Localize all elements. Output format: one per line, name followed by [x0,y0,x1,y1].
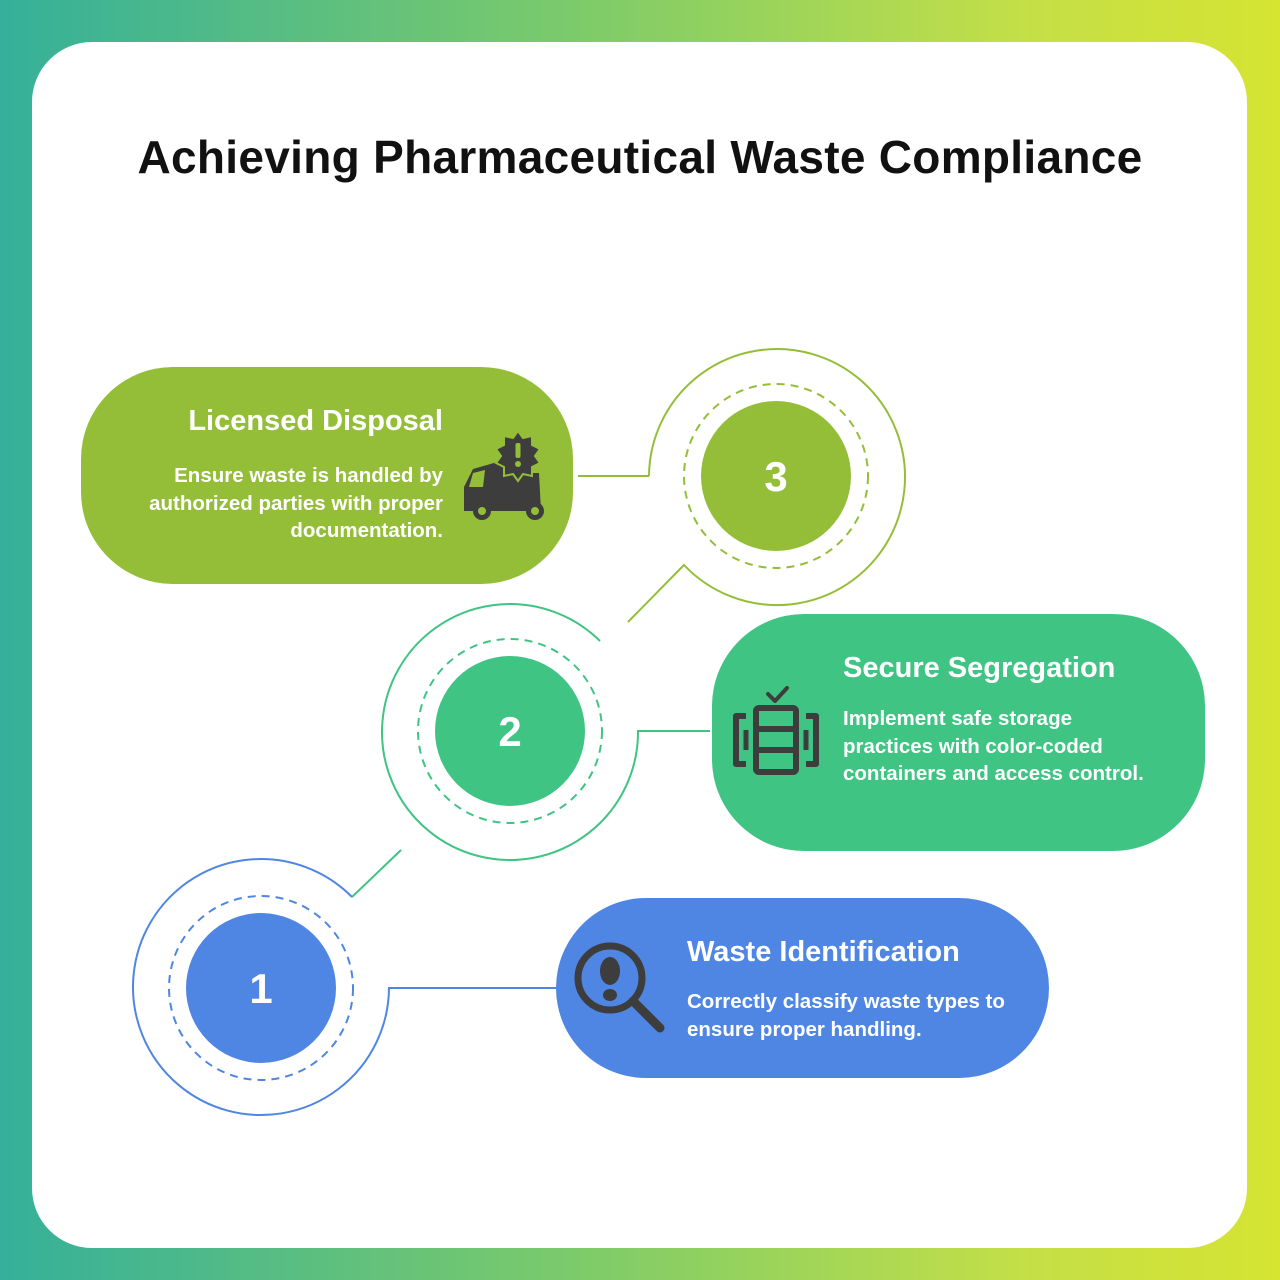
step-3-number: 3 [764,453,788,500]
step-2-description: Implement safe storage practices with co… [843,707,1144,785]
step-1-ring [132,858,556,1116]
step-1-description: Correctly classify waste types to ensure… [687,990,1005,1041]
step-3-heading: Licensed Disposal [188,405,443,437]
hazard-truck-icon [464,429,544,520]
step-2-number: 2 [498,708,522,755]
page-title: Achieving Pharmaceutical Waste Complianc… [137,131,1143,183]
step-1-card: Waste Identification Correctly classify … [556,898,1049,1078]
step-2-heading: Secure Segregation [843,652,1116,684]
magnifier-footprint-icon [574,942,665,1033]
step-3-card: Licensed Disposal Ensure waste is handle… [81,367,573,584]
step-3-ring [578,348,906,623]
step-1-heading: Waste Identification [687,936,960,968]
storage-container-icon [733,686,819,775]
step-2-ring [351,603,710,898]
step-1-number: 1 [249,965,273,1012]
step-3-description: Ensure waste is handled by authorized pa… [149,464,443,542]
step-2-card: Secure Segregation Implement safe storag… [712,614,1205,851]
